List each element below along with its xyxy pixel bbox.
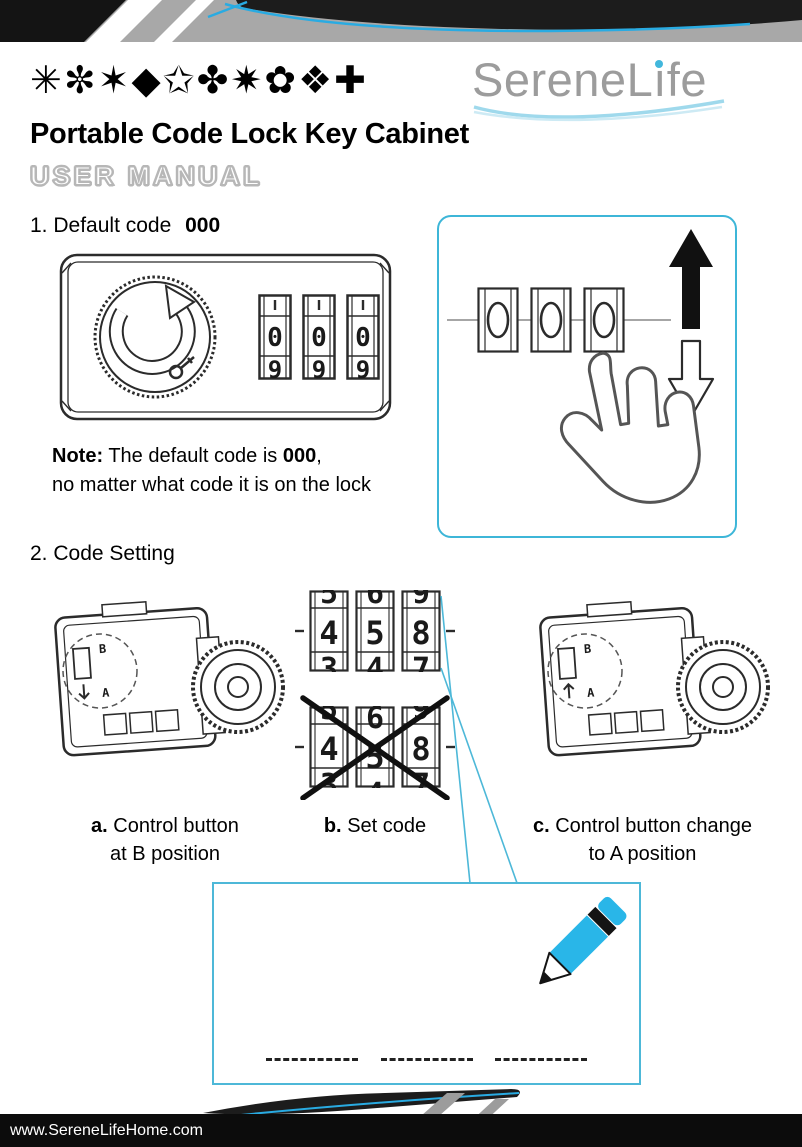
control-button-icon bbox=[556, 646, 577, 680]
svg-text:6: 6 bbox=[366, 701, 384, 736]
svg-text:A: A bbox=[102, 686, 111, 701]
dial-wheel-2 bbox=[530, 287, 572, 353]
front-wheel-2: 0 9 bbox=[302, 294, 336, 384]
svg-text:B: B bbox=[99, 642, 107, 656]
svg-text:9: 9 bbox=[356, 356, 370, 384]
svg-text:9: 9 bbox=[412, 588, 430, 611]
svg-text:4: 4 bbox=[319, 730, 338, 768]
note-label: Note: bbox=[52, 445, 104, 467]
crossout-x-icon bbox=[300, 695, 450, 800]
default-code-value: 000 bbox=[185, 214, 221, 237]
wheel-operation-illustration bbox=[447, 229, 715, 504]
svg-text:A: A bbox=[587, 686, 596, 701]
lock-front-illustration: 0 9 0 9 0 9 bbox=[59, 253, 392, 421]
dial-wheel-1 bbox=[477, 287, 519, 353]
svg-text:0: 0 bbox=[355, 323, 371, 353]
set-wheel-top-3: 9 8 7 bbox=[401, 588, 441, 687]
lock-knob-icon bbox=[676, 640, 770, 734]
front-wheel-3: 0 9 bbox=[346, 294, 380, 384]
code-blank-lines bbox=[266, 1058, 587, 1061]
page-subtitle: USER MANUAL bbox=[29, 160, 263, 192]
svg-text:B: B bbox=[584, 642, 592, 656]
page-title: Portable Code Lock Key Cabinet bbox=[30, 118, 469, 150]
code-record-box bbox=[212, 882, 641, 1085]
pencil-icon bbox=[539, 896, 627, 985]
svg-text:0: 0 bbox=[311, 323, 327, 353]
highlight-dashed-circle bbox=[62, 633, 138, 709]
hand-icon bbox=[559, 351, 701, 504]
svg-text:6: 6 bbox=[366, 588, 384, 611]
header-black-wedge bbox=[0, 0, 126, 42]
set-wheel-bottom-2-misaligned: 6 5 4 bbox=[355, 701, 395, 800]
lock-mechanism-c-illustration: B A bbox=[539, 600, 770, 757]
svg-text:4: 4 bbox=[366, 652, 384, 687]
logo-wave-icon bbox=[473, 99, 725, 122]
svg-text:5: 5 bbox=[365, 614, 384, 652]
header-blue-line bbox=[224, 2, 751, 33]
svg-text:9: 9 bbox=[268, 356, 282, 384]
code-blank-line bbox=[380, 1058, 473, 1061]
footer-url: www.SereneLifeHome.com bbox=[10, 1122, 203, 1139]
caption-a: a. Control button at B position bbox=[91, 815, 239, 865]
front-wheel-1: 0 9 bbox=[258, 294, 292, 384]
set-wheel-top-2: 6 5 4 bbox=[355, 588, 395, 687]
header-dark-band bbox=[236, 0, 802, 30]
key-icon bbox=[168, 356, 195, 380]
decorative-glyphs: ✳✼✶◆✩✤✷✿❖✚ bbox=[30, 58, 369, 102]
header-decoration bbox=[0, 0, 802, 42]
svg-text:8: 8 bbox=[411, 614, 430, 652]
rotary-dial-icon bbox=[93, 275, 217, 399]
svg-text:9: 9 bbox=[312, 356, 326, 384]
svg-text:4: 4 bbox=[366, 777, 384, 800]
code-blank-line bbox=[266, 1058, 358, 1061]
caption-b: b. Set code bbox=[323, 815, 427, 837]
dial-arrowhead-icon bbox=[164, 284, 196, 320]
caption-c: c. Control button change to A position bbox=[532, 815, 753, 865]
code-blank-line bbox=[495, 1058, 587, 1061]
lock-knob-icon bbox=[191, 640, 285, 734]
svg-text:7: 7 bbox=[412, 652, 430, 687]
set-wheel-top-1: 5 4 3 bbox=[309, 588, 349, 687]
control-button-icon bbox=[71, 646, 92, 680]
svg-text:8: 8 bbox=[411, 730, 430, 768]
svg-text:3: 3 bbox=[320, 652, 338, 687]
svg-text:4: 4 bbox=[319, 614, 338, 652]
up-arrow-icon bbox=[669, 229, 713, 329]
lock-mechanism-a-illustration: B A bbox=[54, 600, 285, 757]
section2-heading: 2. Code Setting bbox=[30, 542, 175, 565]
highlight-dashed-circle bbox=[547, 633, 623, 709]
footer-bar: www.SereneLifeHome.com bbox=[0, 1114, 802, 1147]
default-code-note: Note: The default code is 000, no matter… bbox=[52, 445, 372, 496]
logo-i-dot-icon bbox=[655, 60, 664, 68]
wheel-operation-callout-box bbox=[437, 215, 737, 538]
section1-heading: 1. Default code 000 bbox=[30, 214, 221, 237]
dial-wheel-3 bbox=[583, 287, 625, 353]
svg-text:5: 5 bbox=[320, 588, 338, 611]
svg-text:0: 0 bbox=[267, 323, 283, 353]
set-code-illustration: 5 4 3 6 5 4 9 8 7 bbox=[295, 588, 455, 800]
